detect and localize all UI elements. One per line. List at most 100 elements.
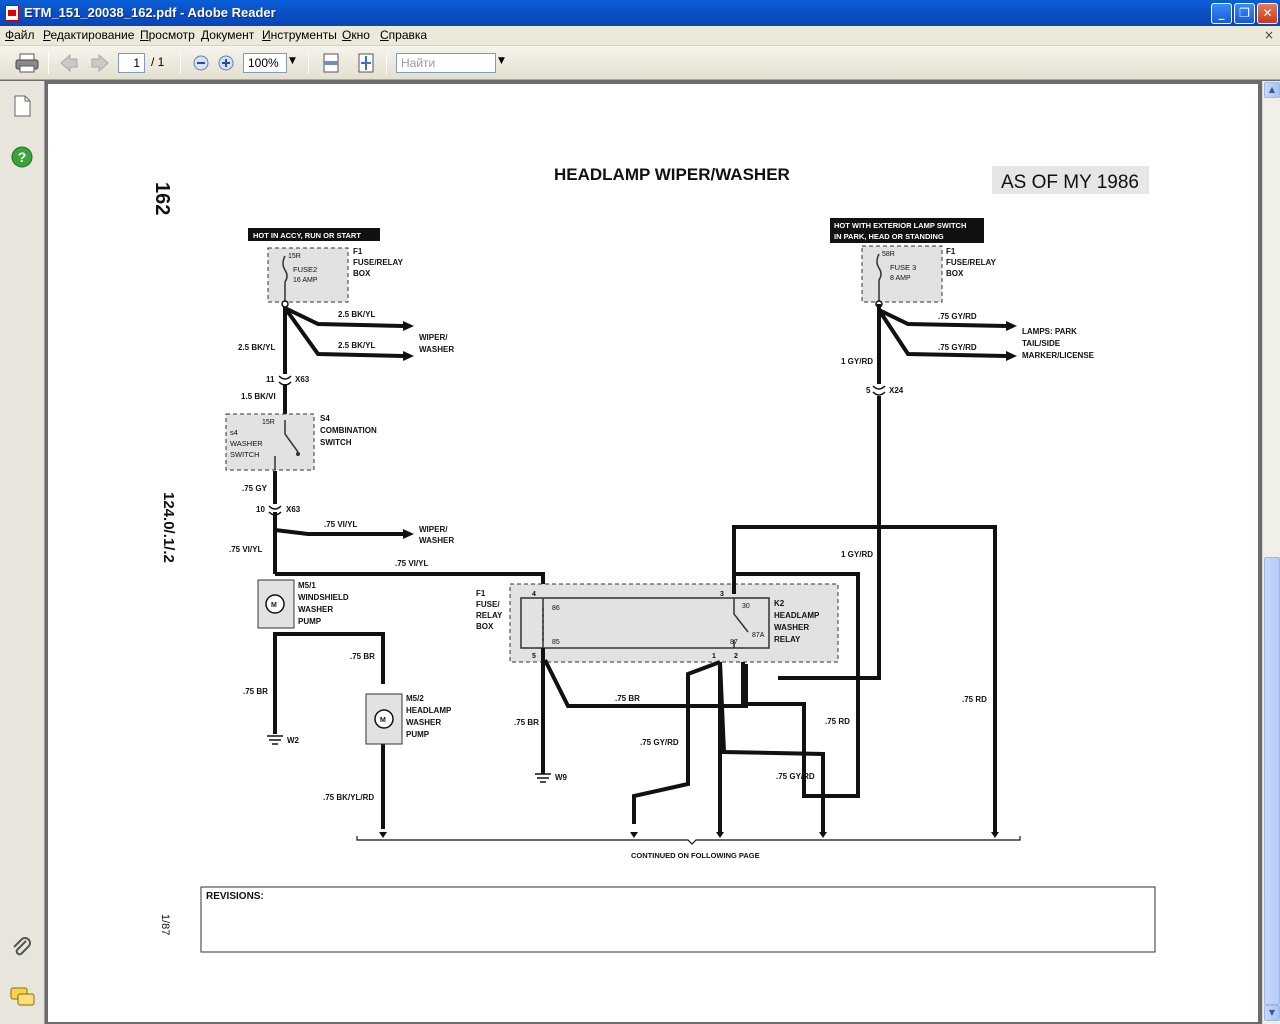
wire-bkyl-c: 2.5 BK/YL <box>238 343 275 352</box>
revisions-box <box>200 886 1156 953</box>
wiper-washer-label-3: WIPER/ <box>419 525 448 534</box>
hot-left-label: HOT IN ACCY, RUN OR START <box>253 231 361 240</box>
print-icon[interactable] <box>14 52 40 74</box>
zoom-in-icon[interactable] <box>217 52 235 74</box>
search-dropdown-icon[interactable]: ▼ <box>498 56 505 66</box>
page-total: / 1 <box>151 55 165 69</box>
pin-85: 85 <box>552 639 560 646</box>
wire-viyl-b: .75 VI/YL <box>229 545 262 554</box>
svg-text:M: M <box>380 717 386 724</box>
m51-label-2: WINDSHIELD <box>298 593 349 602</box>
hot-left-label-bg <box>248 228 380 241</box>
scrollbar-thumb[interactable] <box>1264 557 1280 1005</box>
close-button[interactable]: ✕ <box>1257 3 1278 24</box>
comments-icon[interactable] <box>10 986 36 1008</box>
menu-edit[interactable]: Редактирование <box>43 28 135 42</box>
window-title: ETM_151_20038_162.pdf - Adobe Reader <box>24 5 276 20</box>
help-icon[interactable]: ? <box>11 146 33 168</box>
menu-tools[interactable]: Инструменты <box>262 28 337 42</box>
k2-label-2: HEADLAMP <box>774 611 820 620</box>
f1-left-line2: FUSE/RELAY <box>353 258 404 267</box>
hot-right-label-bg <box>830 218 984 243</box>
s4-label-1: s4 <box>230 428 238 437</box>
pin-4: 4 <box>532 591 536 598</box>
scroll-up-icon[interactable]: ▲ <box>1264 82 1280 98</box>
f1-right-line2: FUSE/RELAY <box>946 258 997 267</box>
next-page-icon[interactable] <box>89 52 111 74</box>
connector-x24: X24 <box>889 386 904 395</box>
fuse2-pin: 15R <box>288 253 301 260</box>
side-code: 124.0/.1/.2 <box>160 492 177 563</box>
s4-label-2: WASHER <box>230 439 263 448</box>
ground-w2: W2 <box>287 736 300 745</box>
zoom-input[interactable]: 100% <box>243 53 287 73</box>
minimize-button[interactable]: _ <box>1211 3 1232 24</box>
pin-30: 30 <box>742 603 750 610</box>
m51-label-3: WASHER <box>298 605 333 614</box>
maximize-button[interactable]: ❐ <box>1234 3 1255 24</box>
toolbar-separator <box>48 52 49 74</box>
document-canvas[interactable]: HEADLAMP WIPER/WASHER AS OF MY 1986 162 … <box>45 81 1262 1024</box>
wire-br-b: .75 BR <box>243 687 268 696</box>
hot-right-label-2: IN PARK, HEAD OR STANDING <box>834 232 944 241</box>
fuse3-pin: 58R <box>882 251 895 258</box>
pages-icon[interactable] <box>12 95 32 117</box>
fuse3-box <box>861 245 943 303</box>
page-number-input[interactable]: 1 <box>118 53 145 73</box>
menu-help[interactable]: Справка <box>380 28 428 42</box>
menu-bar: Файл Редактирование Просмотр Документ Ин… <box>0 26 1280 46</box>
menu-window[interactable]: Окно <box>342 28 370 42</box>
as-of-label: AS OF MY 1986 <box>1001 172 1139 193</box>
menu-file[interactable]: Файл <box>5 28 35 42</box>
s4-pin: 15R <box>262 419 275 426</box>
wire-rd-b: .75 RD <box>962 695 987 704</box>
wire-gyrd-a: .75 GY/RD <box>938 312 977 321</box>
scroll-down-icon[interactable]: ▼ <box>1264 1005 1280 1021</box>
toolbar-separator <box>308 52 309 74</box>
k2-label-3: WASHER <box>774 623 809 632</box>
navigation-panel: ? <box>0 81 45 1024</box>
f1-left-line3: BOX <box>353 269 371 278</box>
wire-bkvi: 1.5 BK/VI <box>241 392 276 401</box>
as-of-box <box>992 166 1149 194</box>
menu-view[interactable]: Просмотр <box>140 28 195 42</box>
vertical-scrollbar[interactable]: ▲ ▼ <box>1262 81 1280 1024</box>
wire-bkyl-b: 2.5 BK/YL <box>338 341 375 350</box>
s4-switch-box <box>225 413 315 471</box>
m52-label-4: PUMP <box>406 730 430 739</box>
s4-label-3: SWITCH <box>230 450 260 459</box>
k2-label-1: K2 <box>774 599 785 608</box>
f1-mid-1: F1 <box>476 589 486 598</box>
fit-width-icon[interactable] <box>320 52 342 74</box>
wire-viyl-a: .75 VI/YL <box>324 520 357 529</box>
m52-label-3: WASHER <box>406 718 441 727</box>
menu-close-icon[interactable]: × <box>1263 28 1274 42</box>
fuse2-name: FUSE2 <box>293 265 317 274</box>
k2-label-4: RELAY <box>774 635 801 644</box>
pin-11: 11 <box>266 375 275 384</box>
page-number: 162 <box>151 182 173 215</box>
wire-bkyl-a: 2.5 BK/YL <box>338 310 375 319</box>
s4-right-3: SWITCH <box>320 438 352 447</box>
zoom-dropdown-icon[interactable]: ▼ <box>289 56 296 66</box>
ground-w9: W9 <box>555 773 568 782</box>
attachment-icon[interactable] <box>10 936 34 960</box>
zoom-out-icon[interactable] <box>192 52 210 74</box>
wire-gy75: .75 GY <box>242 484 268 493</box>
wire-br-c: .75 BR <box>615 694 640 703</box>
s4-right-2: COMBINATION <box>320 426 377 435</box>
toolbar-separator <box>386 52 387 74</box>
wire-1gyrd-b: 1 GY/RD <box>841 550 873 559</box>
f1-left-line1: F1 <box>353 247 363 256</box>
pin-3: 3 <box>720 591 724 598</box>
menu-document[interactable]: Документ <box>201 28 255 42</box>
fit-page-icon[interactable] <box>355 52 377 74</box>
wire-br-a: .75 BR <box>350 652 375 661</box>
fuse3-name: FUSE 3 <box>890 263 916 272</box>
search-input[interactable]: Найти <box>396 53 496 73</box>
pin-1: 1 <box>712 653 716 660</box>
prev-page-icon[interactable] <box>58 52 80 74</box>
wiper-washer-label-2: WASHER <box>419 345 454 354</box>
wiper-washer-label-4: WASHER <box>419 536 454 545</box>
svg-text:?: ? <box>18 149 27 165</box>
